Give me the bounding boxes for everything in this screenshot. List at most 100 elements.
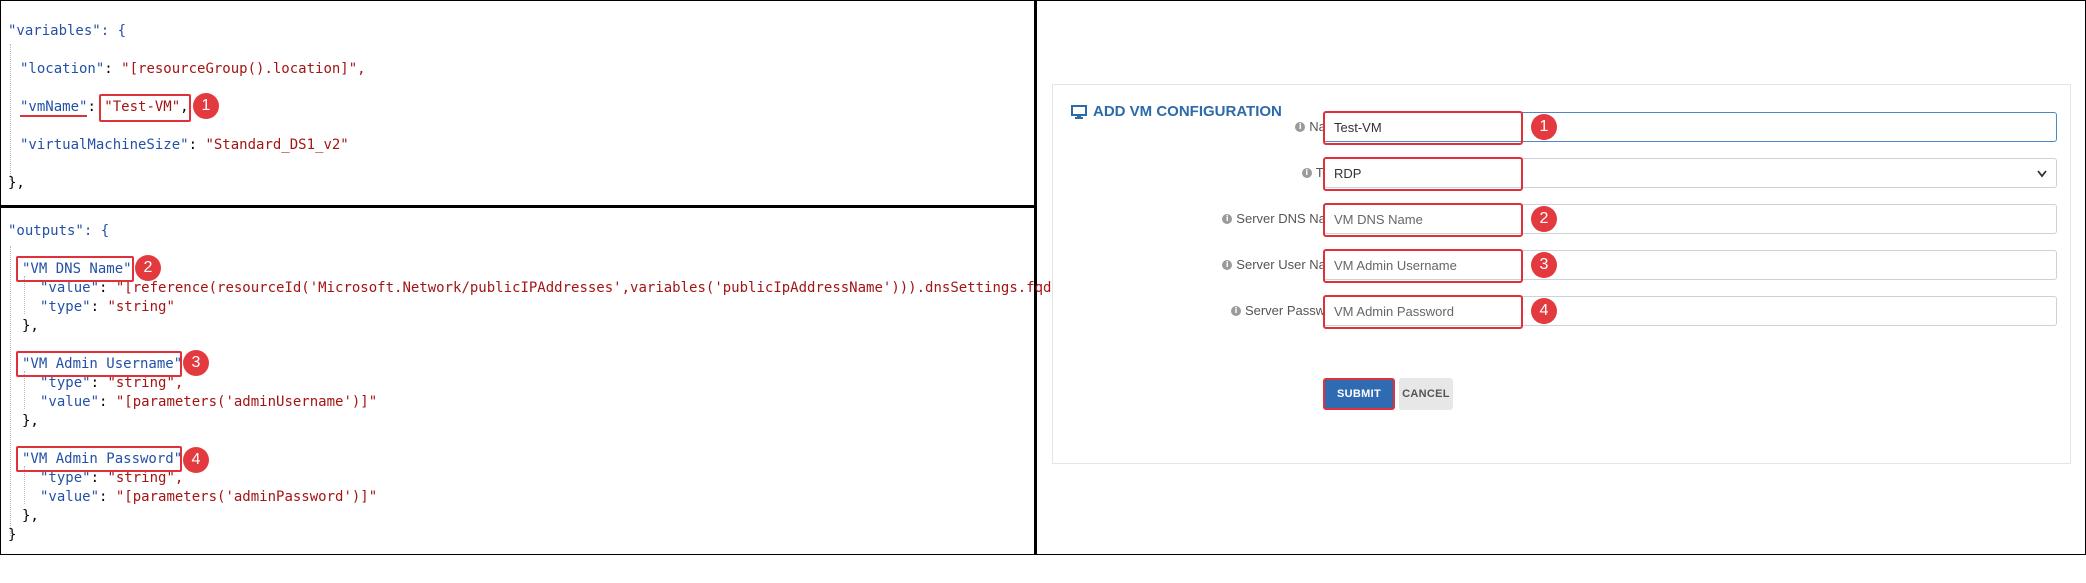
user-value-key: "value" [40,394,100,410]
pass-value-string: "[parameters('adminPassword')]" [115,489,378,505]
info-icon: i [1222,259,1233,270]
location-value: "[resourceGroup().location]", [121,61,366,77]
form-badge-2: 2 [1531,206,1557,232]
admin-username-highlight [16,351,182,377]
admin-password-key: "VM Admin Password" [22,451,183,467]
variables-close-line: }, [8,174,25,193]
variables-key: "variables": { [8,23,127,39]
form-badge-1: 1 [1531,114,1557,140]
badge-4: 4 [183,447,209,473]
vertical-divider [1034,0,1037,555]
variables-open-line: "variables": { [8,22,126,41]
vmname-highlight [99,94,191,122]
outputs-open-line: "outputs": { [8,222,109,241]
type-row: i Type * RDP [1053,157,2070,191]
server-user-name-input[interactable]: VM Admin Username [1323,250,2057,280]
indent-guide [10,44,11,180]
pass-value-line: "value": "[parameters('adminPassword')]" [40,489,378,505]
server-password-input[interactable]: VM Admin Password [1323,296,2057,326]
dns-highlight [1323,203,1523,237]
variables-close: }, [8,175,25,191]
monitor-icon [1071,104,1087,119]
user-row: i Server User Name * VM Admin Username 3 [1053,249,2070,283]
pass-close-line: }, [22,507,39,526]
dns-close-line: }, [22,317,39,336]
dns-name-highlight [16,256,134,282]
user-value-line: "value": "[parameters('adminUsername')]" [40,394,378,410]
variables-code-block: "variables": { "location": "[resourceGro… [8,22,1028,202]
dns-name-key: "VM DNS Name" [22,261,132,277]
type-select[interactable]: RDP [1323,158,2057,188]
user-close: }, [22,413,39,429]
dns-type-string: "string" [107,299,175,315]
cancel-button[interactable]: CANCEL [1399,378,1453,410]
form-badge-4: 4 [1531,298,1557,324]
outputs-code-block: "outputs": { "VM DNS Name" "value": "[re… [8,222,1085,552]
dns-value-line: "value": "[reference(resourceId('Microso… [40,280,1086,296]
vmname-value: "Test-VM" [104,99,181,115]
vmsize-line: "virtualMachineSize": "Standard_DS1_v2" [20,137,349,153]
chevron-down-icon [2036,159,2048,200]
info-icon: i [1222,213,1233,224]
badge-1: 1 [193,93,219,119]
user-close-line: }, [22,412,39,431]
user-highlight [1323,249,1523,283]
user-type-key: "type" [40,375,91,391]
dns-close: }, [22,318,39,334]
user-value-string: "[parameters('adminUsername')]" [115,394,378,410]
user-key-line: "VM Admin Username" [22,355,182,374]
dns-row: i Server DNS Name * VM DNS Name 2 [1053,203,2070,237]
vmname-line: "vmName": "Test-VM", [20,99,189,117]
info-icon: i [1301,167,1312,178]
admin-username-key: "VM Admin Username" [22,356,183,372]
pass-close: }, [22,508,39,524]
user-placeholder: VM Admin Username [1334,258,1457,273]
pass-key-line: "VM Admin Password" [22,450,182,469]
user-label-text: Server User Name [1236,257,1344,272]
dns-type-line: "type": "string" [40,299,175,315]
indent-guide-user [24,371,25,409]
outputs-close-line: } [8,526,16,545]
dns-type-key: "type" [40,299,91,315]
outputs-key: "outputs": { [8,223,110,239]
admin-password-highlight [16,446,182,472]
name-row: i Name * Test-VM 1 [1053,111,2070,145]
server-dns-name-input[interactable]: VM DNS Name [1323,204,2057,234]
outputs-close: } [8,527,17,543]
location-key: "location" [20,61,105,77]
name-highlight [1323,111,1523,145]
password-row: i Server Password * VM Admin Password 4 [1053,295,2070,329]
location-line: "location": "[resourceGroup().location]"… [20,61,366,77]
user-type-string: "string", [107,375,184,391]
pass-type-line: "type": "string", [40,470,184,486]
dns-key-line: "VM DNS Name" [22,260,132,279]
submit-button[interactable]: SUBMIT [1323,378,1395,410]
vmsize-value: "Standard_DS1_v2" [205,137,349,153]
type-select-value: RDP [1334,166,1362,181]
badge-2: 2 [135,255,161,281]
password-highlight [1323,295,1523,329]
card-title: ADD VM CONFIGURATION [1071,103,1282,120]
indent-guide-pass [24,466,25,504]
info-icon: i [1230,305,1241,316]
dns-value-string: "[reference(resourceId('Microsoft.Networ… [115,280,1086,296]
vmname-key: "vmName" [20,99,88,117]
vmsize-key: "virtualMachineSize" [20,137,189,153]
user-type-line: "type": "string", [40,375,184,391]
pass-value-key: "value" [40,489,100,505]
dns-value-key: "value" [40,280,100,296]
indent-guide-outputs [10,246,11,536]
add-vm-configuration-card: ADD VM CONFIGURATION i Name * Test-VM 1 … [1052,84,2071,464]
indent-guide-dns [24,276,25,314]
horizontal-divider [0,205,1036,208]
password-placeholder: VM Admin Password [1334,304,1454,319]
name-input[interactable]: Test-VM [1323,112,2057,142]
type-highlight [1323,157,1523,191]
badge-3: 3 [183,350,209,376]
dns-label-text: Server DNS Name [1236,211,1344,226]
form-badge-3: 3 [1531,252,1557,278]
dns-placeholder: VM DNS Name [1334,212,1423,227]
pass-type-string: "string", [107,470,184,486]
pass-type-key: "type" [40,470,91,486]
password-label-text: Server Password [1244,303,1344,318]
